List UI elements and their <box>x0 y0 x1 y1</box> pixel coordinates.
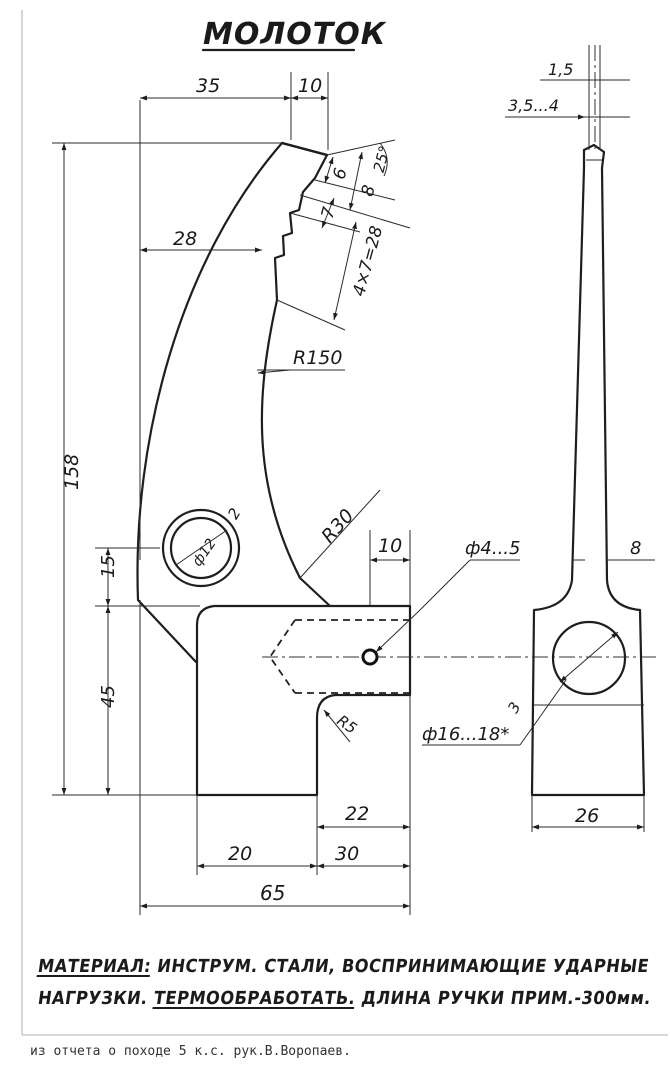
dim-26: 26 <box>575 805 599 827</box>
dim-28: 28 <box>173 228 197 250</box>
pin-hole <box>361 648 379 666</box>
dim-r30: R30 <box>317 505 358 548</box>
dim-3: 3 <box>504 699 524 716</box>
ext-line-face <box>326 139 396 156</box>
dim-line-8 <box>349 151 363 211</box>
ring-hole-outer <box>161 508 241 588</box>
ring-diameter-line <box>175 529 228 566</box>
leader-phi4-5 <box>419 559 471 611</box>
drawing-title: МОЛОТОК <box>203 17 387 52</box>
ext-line-6 <box>314 179 396 201</box>
arrow-phi4-5 <box>375 609 421 653</box>
note-line-1: МАТЕРИАЛ: ИНСТРУМ. СТАЛИ, ВОСПРИНИМАЮЩИЕ… <box>37 956 670 977</box>
note-line1-rest: ИНСТРУМ. СТАЛИ, ВОСПРИНИМАЮЩИЕ УДАРНЫЕ <box>155 956 651 977</box>
dim-3-5-4: 3,5...4 <box>508 96 559 115</box>
striking-face <box>280 141 329 157</box>
note-material-label: МАТЕРИАЛ: <box>36 956 153 977</box>
dim-r150: R150 <box>293 347 342 369</box>
dim-phi4-5: ф4...5 <box>465 538 520 559</box>
dim-8-side: 8 <box>630 538 641 559</box>
dim-20: 20 <box>228 843 252 865</box>
dim-22: 22 <box>345 803 369 825</box>
dim-35: 35 <box>196 75 220 97</box>
handle-hole-hidden-lines <box>268 619 410 694</box>
ring-hole-inner <box>169 516 233 580</box>
side-view <box>530 45 646 797</box>
leader-r5 <box>323 709 351 743</box>
dim-7: 7 <box>318 205 340 221</box>
front-dimensions: 35 10 6 8 25° 7 4×7=28 28 R150 158 2 ф12 <box>52 72 567 915</box>
dim-10-mid: 10 <box>378 535 402 557</box>
leader-phi16 <box>519 679 567 746</box>
dim-158: 158 <box>61 454 83 490</box>
dim-r5: R5 <box>334 711 361 737</box>
dim-30: 30 <box>335 843 359 865</box>
dim-8: 8 <box>358 183 380 199</box>
note-line-2: НАГРУЗКИ. ТЕРМООБРАБОТАТЬ. ДЛИНА РУЧКИ П… <box>37 988 670 1009</box>
dim-line-6 <box>324 156 334 184</box>
note-heat-treat: ТЕРМООБРАБОТАТЬ. <box>152 988 357 1009</box>
dim-phi12: ф12 <box>189 536 219 570</box>
dim-arc-25 <box>379 142 388 177</box>
dim-10-top: 10 <box>298 75 322 97</box>
ext-line-8 <box>299 194 411 229</box>
side-hole-diameter <box>559 631 619 683</box>
note-line2-rest: ДЛИНА РУЧКИ ПРИМ.-300мм. <box>360 988 653 1009</box>
dim-phi16-18: ф16...18* <box>422 724 509 745</box>
title-group: МОЛОТОК <box>201 17 387 52</box>
dim-15: 15 <box>98 555 119 578</box>
dim-45: 45 <box>98 685 119 708</box>
dim-6: 6 <box>329 166 351 182</box>
side-dimensions: 1,5 3,5...4 8 3 26 <box>504 45 655 832</box>
arrow-r150 <box>257 369 291 375</box>
hammer-outline <box>136 141 412 797</box>
dim-1-5: 1,5 <box>548 60 573 79</box>
leader-r30 <box>299 489 381 579</box>
note-loads: НАГРУЗКИ. <box>36 988 150 1009</box>
dim-25-deg: 25° <box>370 144 394 174</box>
footer-source: из отчета о походе 5 к.с. рук.В.Воропаев… <box>30 1044 351 1059</box>
dim-teeth: 4×7=28 <box>349 224 387 299</box>
dim-line-7 <box>321 197 335 229</box>
dim-line-teeth <box>333 221 357 321</box>
ext-line-28-teeth <box>276 299 346 331</box>
side-outline <box>530 143 646 797</box>
front-view <box>136 141 660 797</box>
side-handle-hole <box>551 620 627 696</box>
dim-65: 65 <box>260 881 285 905</box>
